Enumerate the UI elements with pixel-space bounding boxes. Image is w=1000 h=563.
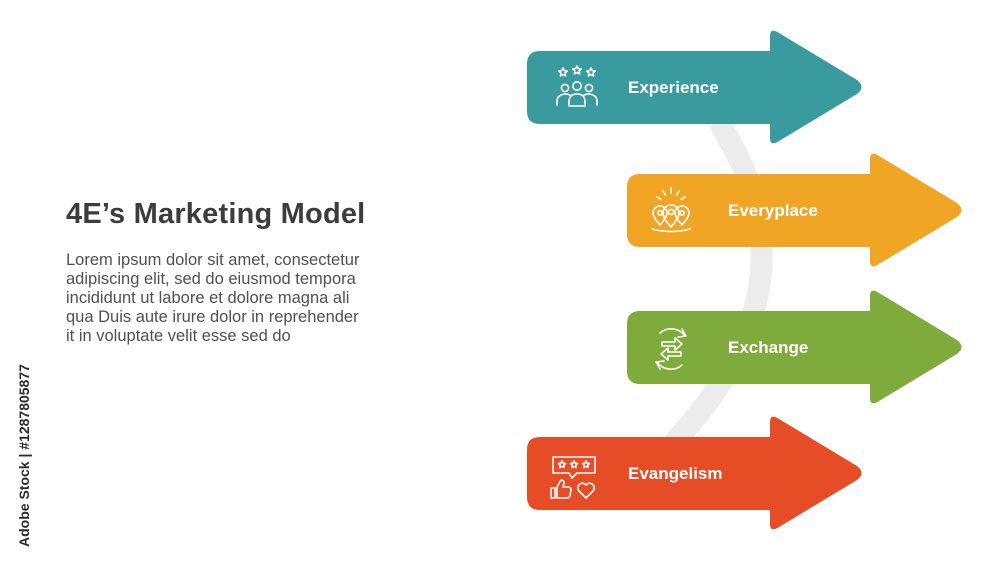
arrow-shape <box>527 416 862 530</box>
arrow-exchange: Exchange <box>627 290 962 404</box>
description-line: qua Duis aute irure dolor in reprehender <box>66 308 359 326</box>
arrow-everyplace: Everyplace <box>627 153 962 267</box>
label-exchange: Exchange <box>728 338 808 357</box>
arrow-evangelism: Evangelism <box>527 416 862 530</box>
stock-watermark: Adobe Stock | #1287805877 <box>14 322 34 547</box>
people-rating-icon <box>556 65 598 107</box>
label-evangelism: Evangelism <box>628 464 723 483</box>
review-like-icon <box>550 456 596 499</box>
description-line: adipiscing elit, sed do eiusmod tempora <box>66 270 356 288</box>
label-everyplace: Everyplace <box>728 201 818 220</box>
page-title: 4E’s Marketing Model <box>66 198 366 230</box>
arrow-shape <box>627 153 962 267</box>
label-experience: Experience <box>628 78 719 97</box>
curved-spine <box>665 117 773 451</box>
description-line: it in voluptate velit esse sed do <box>66 327 291 345</box>
exchange-arrows-icon <box>655 328 687 370</box>
arrow-shape <box>527 30 862 144</box>
description-line: incididunt ut labore et dolore magna ali <box>66 289 350 307</box>
description-text: Lorem ipsum dolor sit amet, consectetur … <box>66 251 436 346</box>
arrow-shape <box>627 290 962 404</box>
location-pins-icon <box>651 187 691 233</box>
arrow-experience: Experience <box>527 30 862 144</box>
stock-id-text: Adobe Stock | #1287805877 <box>16 364 32 547</box>
description-line: Lorem ipsum dolor sit amet, consectetur <box>66 251 360 269</box>
